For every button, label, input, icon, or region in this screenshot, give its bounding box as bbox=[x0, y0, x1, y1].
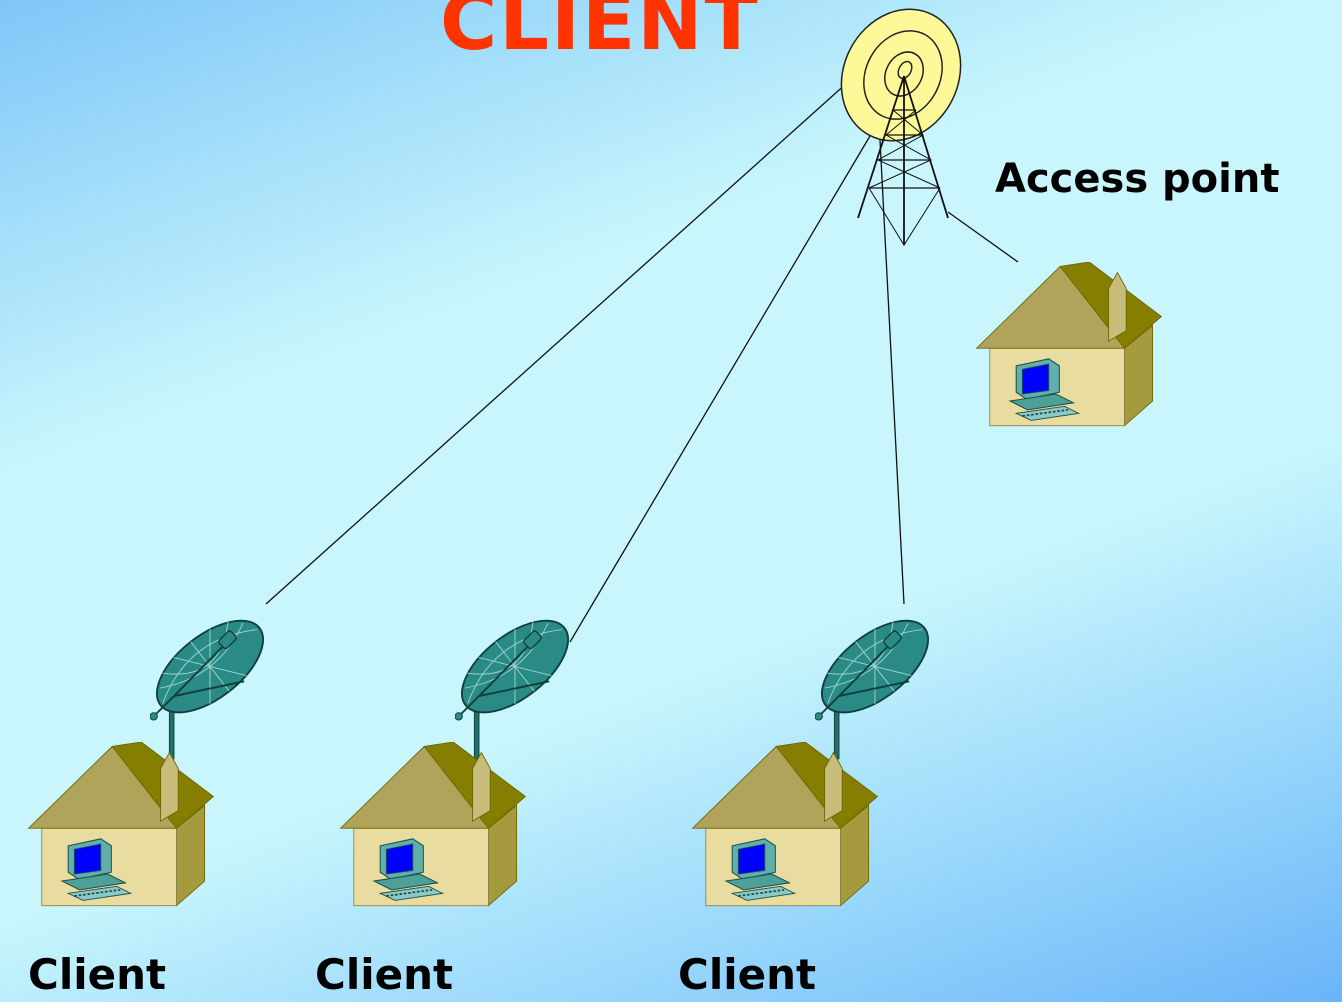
links bbox=[265, 81, 1019, 643]
link-ap-house bbox=[947, 211, 1019, 263]
client-2-dish-icon bbox=[455, 602, 575, 760]
link-client-2 bbox=[569, 135, 871, 643]
link-client-1 bbox=[265, 81, 849, 605]
access-point-house-icon bbox=[975, 262, 1163, 427]
access-point-label: Access point bbox=[995, 156, 1280, 202]
client-3-house-icon bbox=[691, 742, 879, 907]
link-client-3 bbox=[879, 139, 905, 605]
access-point-tower-icon bbox=[840, 8, 962, 246]
client-1-house-icon bbox=[27, 742, 215, 907]
client-1-dish-icon bbox=[150, 602, 270, 760]
client-3-dish-icon bbox=[815, 602, 935, 760]
client-label: Client bbox=[315, 950, 454, 999]
diagram-title: CLIENT bbox=[440, 0, 760, 68]
client-2-house-icon bbox=[339, 742, 527, 907]
client-label: Client bbox=[678, 950, 817, 999]
client-label: Client bbox=[28, 950, 167, 999]
